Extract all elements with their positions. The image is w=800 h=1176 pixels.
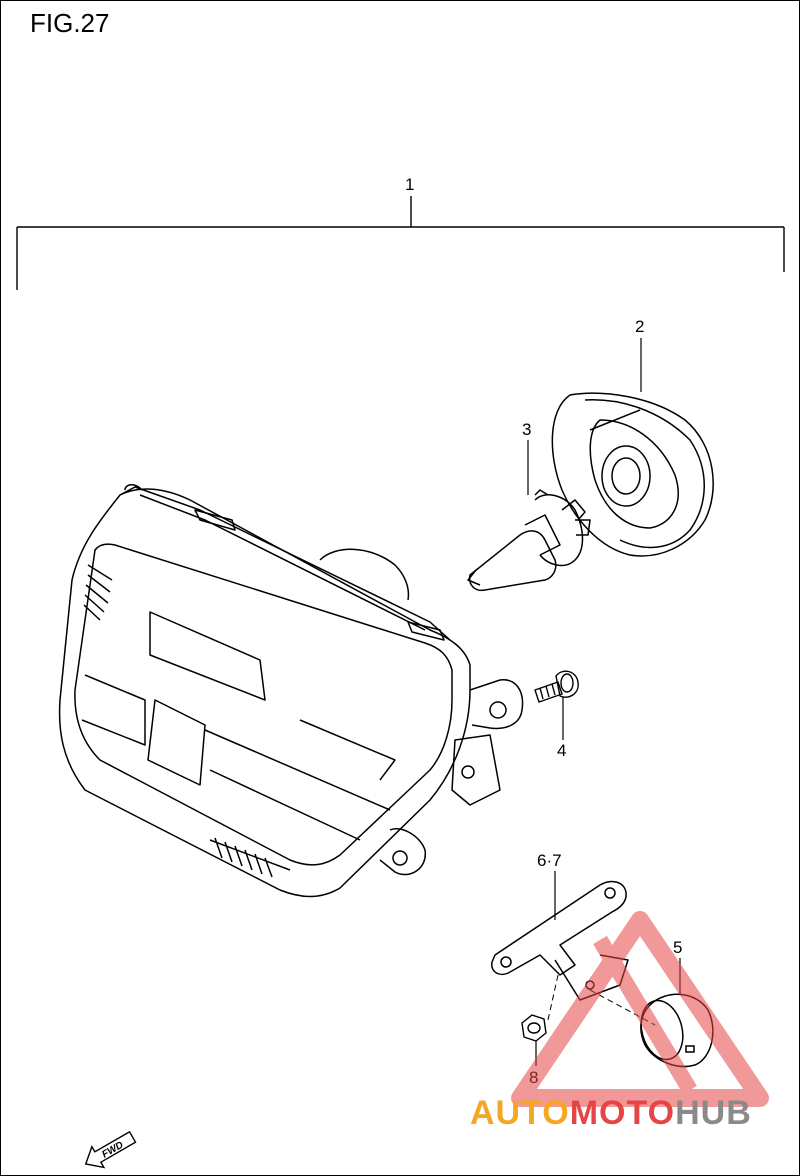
figure-title: FIG.27 bbox=[30, 8, 110, 38]
headlight-bulb bbox=[467, 489, 591, 592]
mounting-screw bbox=[534, 670, 579, 703]
callout-3: 3 bbox=[522, 420, 531, 439]
fwd-label: FWD bbox=[100, 1140, 125, 1161]
callout-1: 1 bbox=[405, 175, 414, 194]
headlight-housing bbox=[58, 484, 524, 898]
watermark-moto: MOTO bbox=[570, 1094, 675, 1132]
watermark-hub: HUB bbox=[675, 1094, 752, 1132]
assembly-bracket bbox=[16, 196, 785, 290]
watermark-logo bbox=[511, 911, 769, 1107]
callout-4: 4 bbox=[557, 741, 566, 760]
callout-5: 5 bbox=[673, 938, 682, 957]
fwd-arrow-icon: FWD bbox=[84, 1130, 137, 1169]
bulb-socket bbox=[551, 392, 714, 557]
watermark-auto: AUTO bbox=[470, 1094, 570, 1132]
nut bbox=[521, 1014, 547, 1042]
callout-2: 2 bbox=[635, 317, 644, 336]
callout-6-7: 6·7 bbox=[537, 851, 562, 870]
watermark-text: AUTOMOTOHUB bbox=[470, 1094, 752, 1132]
